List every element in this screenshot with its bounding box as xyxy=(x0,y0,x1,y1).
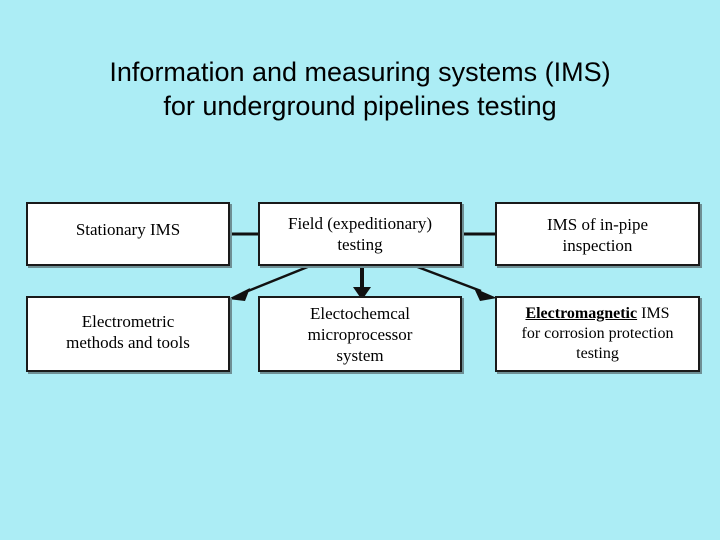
node-label-rest: IMS xyxy=(637,305,670,322)
title-line-1: Information and measuring systems (IMS) xyxy=(109,57,611,87)
node-label: Field (expeditionary) testing xyxy=(288,214,432,254)
node-ims-in-pipe-inspection[interactable]: IMS of in-pipe inspection xyxy=(495,202,700,266)
node-electrometric-methods[interactable]: Electrometric methods and tools xyxy=(26,296,230,372)
node-electrochemical-microprocessor-system[interactable]: Electochemcal microprocessor system xyxy=(258,296,462,372)
node-stationary-ims[interactable]: Stationary IMS xyxy=(26,202,230,266)
node-label: Electrometric methods and tools xyxy=(66,312,190,352)
page-title: Information and measuring systems (IMS) … xyxy=(30,55,690,123)
node-electromagnetic-ims[interactable]: Electromagnetic IMS for corrosion protect… xyxy=(495,296,700,372)
node-label-line-3: testing xyxy=(576,345,619,362)
node-field-testing[interactable]: Field (expeditionary) testing xyxy=(258,202,462,266)
title-line-2: for underground pipelines testing xyxy=(163,91,557,121)
node-label: Electochemcal microprocessor system xyxy=(307,304,413,365)
node-label: Stationary IMS xyxy=(75,220,181,239)
node-label: Electromagnetic IMS for corrosion protect… xyxy=(497,304,698,364)
node-label-line-2: for corrosion protection xyxy=(521,325,674,342)
node-label: IMS of in-pipe inspection xyxy=(546,215,649,255)
node-label-emphasis: Electromagnetic xyxy=(525,305,638,322)
connector-field-to-electrochem xyxy=(353,266,371,300)
